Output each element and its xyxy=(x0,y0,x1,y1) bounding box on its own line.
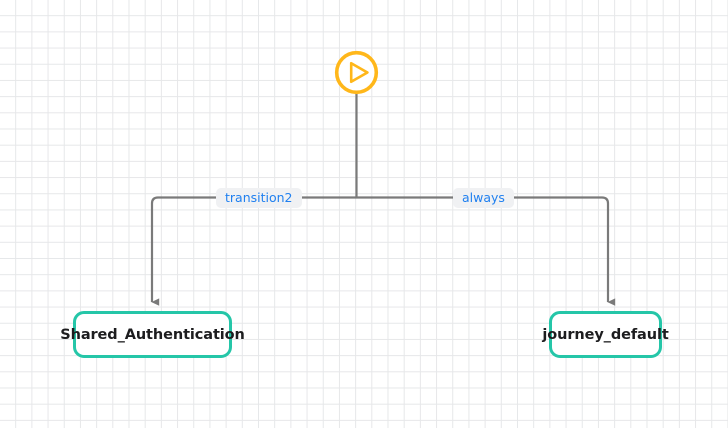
state-node-label: journey_default xyxy=(542,326,669,343)
edge-label-transition2[interactable]: transition2 xyxy=(216,188,302,208)
edge-label-always[interactable]: always xyxy=(453,188,514,208)
edge-path-always[interactable] xyxy=(356,196,616,306)
edge-path-transition2[interactable] xyxy=(150,196,357,306)
start-node[interactable] xyxy=(334,50,379,95)
state-node-label: Shared_Authentication xyxy=(60,326,245,343)
state-node-journey-default[interactable]: journey_default xyxy=(542,311,669,358)
state-node-shared-authentication[interactable]: Shared_Authentication xyxy=(60,311,245,358)
play-circle-icon xyxy=(334,50,379,95)
